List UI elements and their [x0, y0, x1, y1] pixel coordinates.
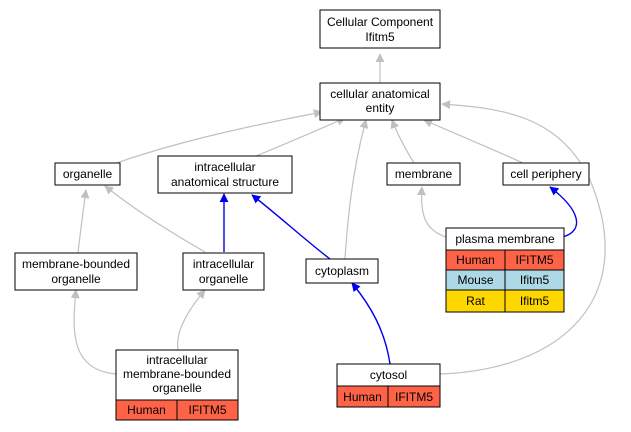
edge-imbo-mbo	[70, 289, 117, 375]
gene-label: Ifitm5	[520, 294, 550, 308]
node-plasma-membrane[interactable]: plasma membrane Human IFITM5 Mouse Ifitm…	[445, 227, 565, 313]
node-label-line: organelle	[199, 272, 249, 286]
edge-cellperiphery-cae	[423, 119, 524, 164]
gene-cell-human	[176, 399, 239, 421]
edge-imbo-io	[177, 289, 206, 351]
species-label: Rat	[466, 294, 485, 308]
edge-plasmamembrane-cellperiphery	[549, 186, 578, 238]
node-intracellular-anatomical-structure[interactable]: intracellular anatomical structure	[157, 155, 293, 194]
node-cellular-component[interactable]: Cellular Component Ifitm5	[319, 9, 441, 49]
node-membrane-bounded-organelle[interactable]: membrane-bounded organelle	[14, 252, 138, 291]
node-label-line: membrane-bounded	[123, 367, 231, 381]
edges	[70, 53, 606, 375]
node-label-line: organelle	[51, 272, 101, 286]
edge-io-organelle	[104, 185, 206, 253]
edge-organelle-cae	[107, 109, 323, 167]
gene-label: IFITM5	[189, 403, 227, 417]
edge-cytoplasm-cae	[344, 119, 369, 260]
node-intracellular-organelle[interactable]: intracellular organelle	[182, 252, 265, 291]
node-label-line: Cellular Component	[327, 15, 434, 29]
edge-mbo-organelle	[77, 189, 90, 254]
node-intracellular-membrane-bounded-organelle[interactable]: intracellular membrane-bounded organelle…	[115, 349, 239, 421]
gene-cell-human	[387, 385, 441, 408]
node-label-line: membrane-bounded	[22, 257, 130, 271]
node-cytoplasm[interactable]: cytoplasm	[305, 258, 379, 284]
node-label-line: entity	[366, 101, 395, 115]
edge-plasmamembrane-membrane	[416, 186, 447, 238]
edge-ias-cae	[255, 117, 346, 157]
edge-cytosol-cytoplasm	[351, 282, 391, 365]
species-label: Human	[127, 403, 166, 417]
node-label-line: cytosol	[370, 368, 407, 382]
node-label-line: plasma membrane	[455, 232, 555, 246]
gene-label: IFITM5	[516, 253, 554, 267]
node-label-line: cellular anatomical	[330, 87, 429, 101]
node-label-line: anatomical structure	[171, 175, 279, 189]
species-label: Human	[343, 390, 382, 404]
gene-label: Ifitm5	[520, 273, 550, 287]
node-label-line: intracellular	[194, 160, 255, 174]
node-label-line: Ifitm5	[365, 30, 395, 44]
node-cell-periphery[interactable]: cell periphery	[502, 162, 590, 186]
node-label-line: organelle	[63, 167, 113, 181]
species-label: Mouse	[457, 273, 493, 287]
node-label-line: intracellular	[146, 353, 207, 367]
node-label-line: organelle	[152, 381, 202, 395]
edge-cytoplasm-ias	[251, 194, 331, 260]
node-cytosol[interactable]: cytosol Human IFITM5	[336, 363, 441, 408]
node-membrane[interactable]: membrane	[386, 162, 461, 186]
node-organelle[interactable]: organelle	[54, 162, 121, 186]
edge-cytosol-cae	[439, 100, 606, 375]
species-label: Human	[456, 253, 495, 267]
gene-cell-rat	[504, 289, 565, 313]
edge-membrane-cae	[390, 119, 415, 164]
node-cellular-anatomical-entity[interactable]: cellular anatomical entity	[319, 82, 441, 121]
node-label-line: cell periphery	[510, 167, 581, 181]
gene-label: IFITM5	[395, 390, 433, 404]
node-label-line: intracellular	[193, 257, 254, 271]
node-label-line: cytoplasm	[315, 264, 369, 278]
node-label-line: membrane	[395, 167, 453, 181]
